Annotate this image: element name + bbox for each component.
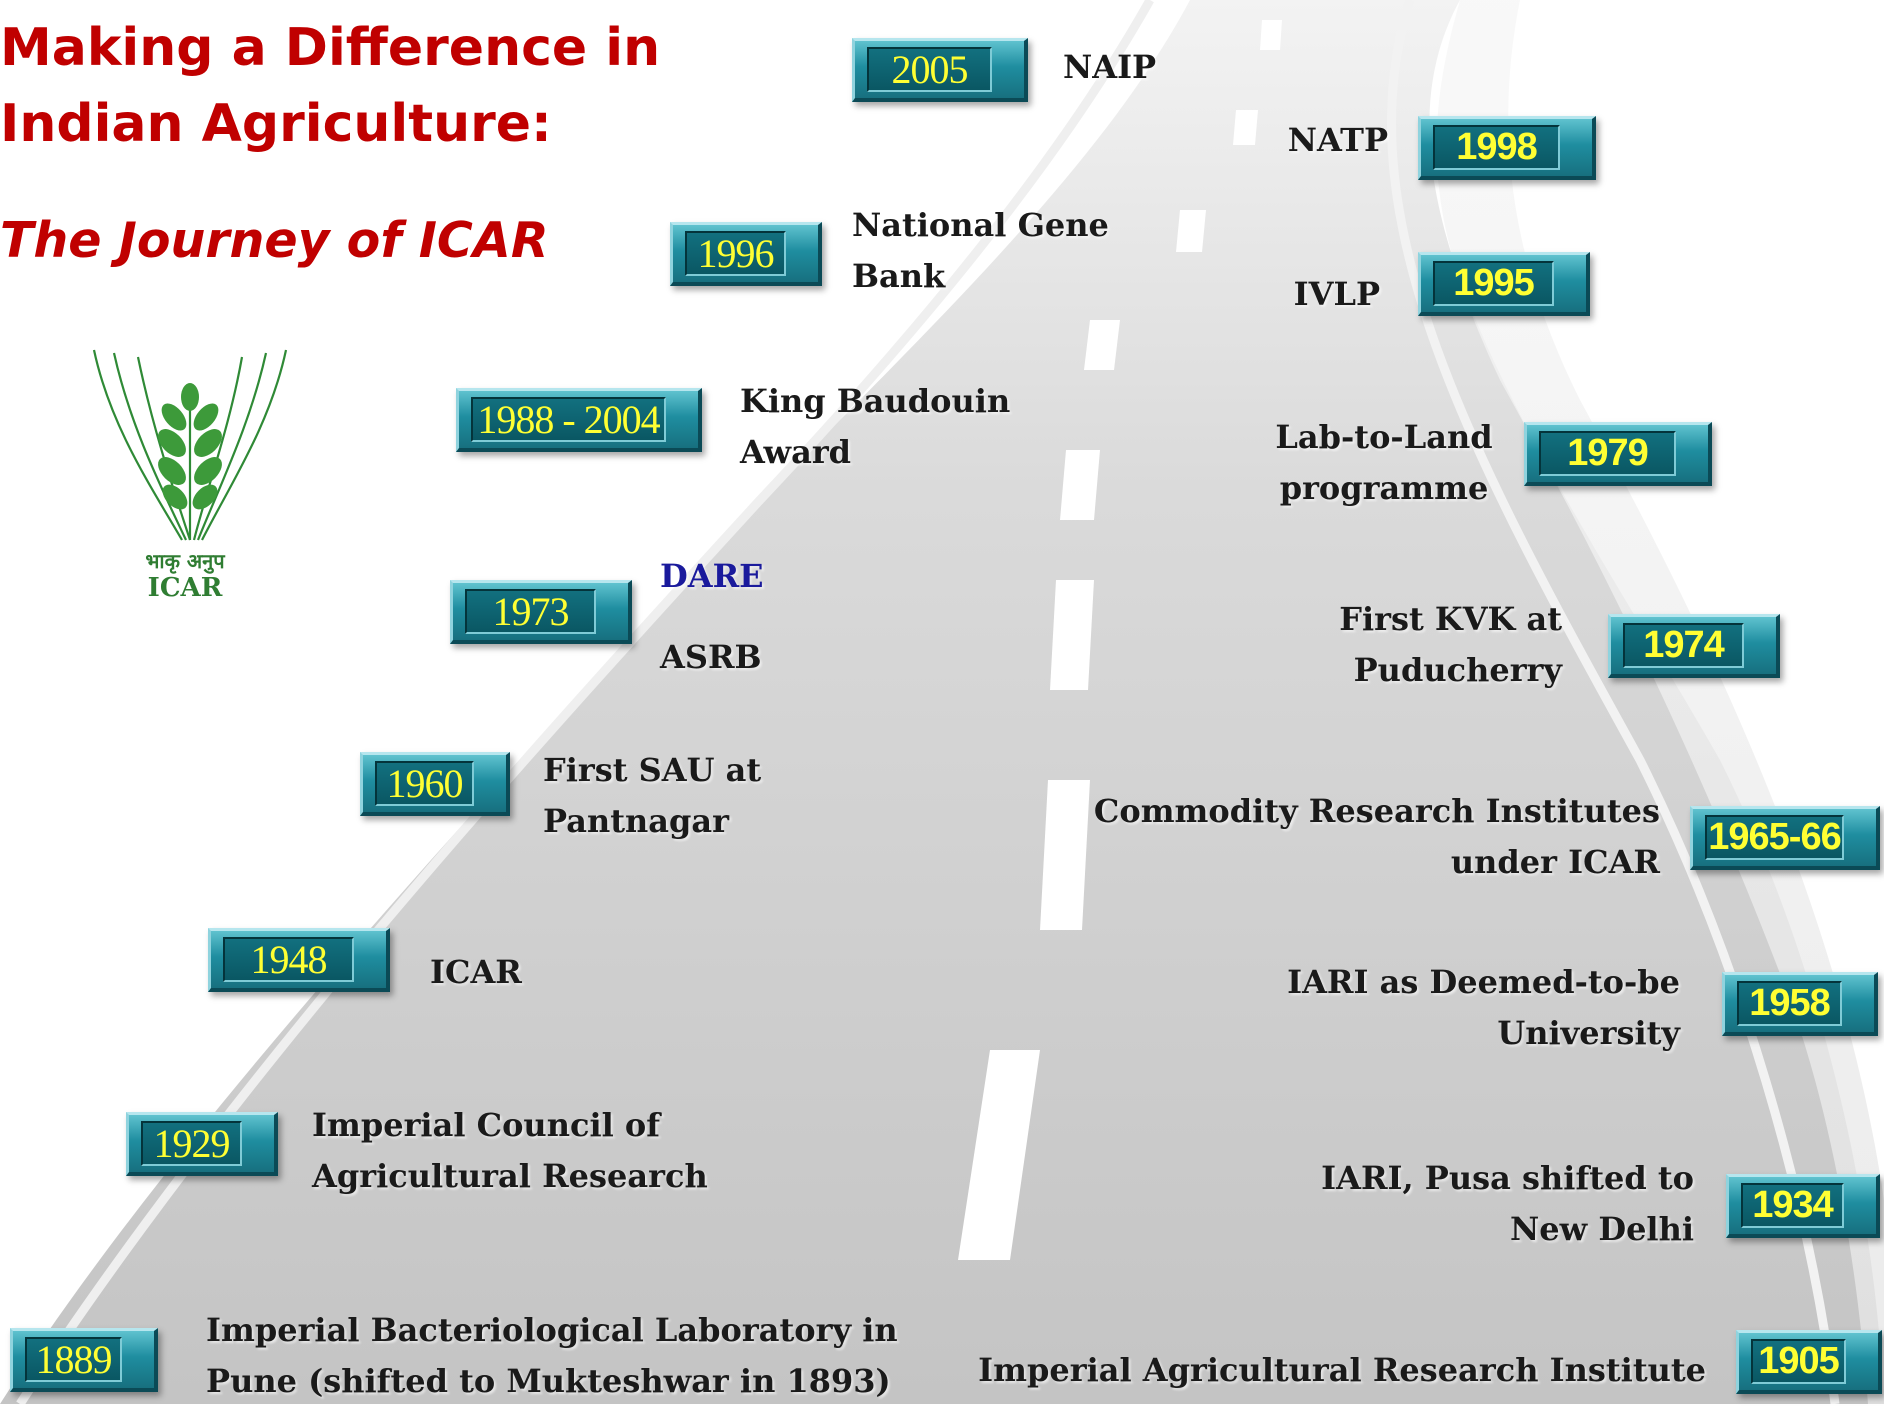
year-box-1958: 1958: [1722, 972, 1878, 1036]
year-text: 1973: [465, 589, 596, 634]
year-text: 1948: [223, 937, 354, 982]
milestone-label-asrb: ASRB: [660, 632, 762, 683]
title-line-1: Making a Difference in: [0, 18, 661, 78]
year-box-1934: 1934: [1726, 1174, 1880, 1238]
milestone-label-iari-pusa-shifted: IARI, Pusa shifted to New Delhi: [1321, 1153, 1694, 1255]
year-text: 1996: [685, 231, 786, 276]
year-box-1929: 1929: [126, 1112, 278, 1176]
year-text: 1934: [1741, 1183, 1844, 1228]
label-line: programme: [1279, 469, 1489, 507]
label-line: NAIP: [1063, 48, 1157, 86]
milestone-label-imperial-agricultural-research-institute: Imperial Agricultural Research Institute: [978, 1345, 1706, 1396]
year-text: 1995: [1433, 261, 1554, 306]
year-box-1973: 1973: [450, 580, 632, 644]
milestone-label-icar: ICAR: [430, 947, 522, 998]
label-line: ASRB: [660, 638, 762, 676]
year-text: 1889: [25, 1337, 122, 1382]
year-text: 2005: [867, 47, 992, 92]
label-line: Puducherry: [1353, 651, 1562, 689]
milestone-label-first-kvk: First KVK at Puducherry: [1339, 594, 1562, 696]
year-box-2005: 2005: [852, 38, 1028, 102]
milestone-label-natp: NATP: [1288, 115, 1388, 166]
year-box-1996: 1996: [670, 222, 822, 286]
label-line: Lab-to-Land: [1275, 418, 1493, 456]
logo-name: ICAR: [147, 573, 223, 603]
label-line: Bank: [852, 257, 946, 295]
label-line: University: [1497, 1014, 1680, 1052]
year-text: 1979: [1539, 431, 1676, 476]
year-box-1988-2004: 1988 - 2004: [456, 388, 702, 452]
label-line: First KVK at: [1339, 600, 1562, 638]
year-text: 1929: [141, 1121, 242, 1166]
year-text: 1905: [1751, 1339, 1846, 1384]
label-line: Pantnagar: [543, 802, 729, 840]
label-line: ICAR: [430, 953, 522, 991]
year-box-1905: 1905: [1736, 1330, 1882, 1394]
label-line: Award: [740, 433, 852, 471]
milestone-label-national-gene-bank: National Gene Bank: [852, 200, 1109, 302]
label-line: Agricultural Research: [312, 1157, 708, 1195]
label-line: NATP: [1287, 121, 1388, 159]
year-box-1995: 1995: [1418, 252, 1590, 316]
label-line: under ICAR: [1450, 843, 1660, 881]
label-line: IVLP: [1293, 275, 1380, 313]
year-box-1998: 1998: [1418, 116, 1596, 180]
label-line: King Baudouin: [740, 382, 1011, 420]
label-line: DARE: [660, 557, 764, 595]
label-line: IARI, Pusa shifted to: [1321, 1159, 1694, 1197]
milestone-label-imperial-bacteriological-lab: Imperial Bacteriological Laboratory in P…: [206, 1305, 898, 1407]
year-text: 1998: [1433, 125, 1560, 170]
label-line: Imperial Council of: [312, 1106, 660, 1144]
year-box-1960: 1960: [360, 752, 510, 816]
year-box-1965-66: 1965-66: [1690, 806, 1880, 870]
label-line: IARI as Deemed-to-be: [1287, 963, 1680, 1001]
milestone-label-lab-to-land: Lab-to-Land programme: [1258, 412, 1510, 514]
milestone-label-imperial-council: Imperial Council of Agricultural Researc…: [312, 1100, 708, 1202]
year-box-1889: 1889: [10, 1328, 158, 1392]
label-line: National Gene: [852, 206, 1109, 244]
label-line: Imperial Bacteriological Laboratory in: [206, 1311, 898, 1349]
title: Making a Difference in Indian Agricultur…: [0, 10, 660, 162]
label-line: Pune (shifted to Mukteshwar in 1893): [206, 1362, 891, 1400]
label-line: Imperial Agricultural Research Institute: [978, 1351, 1706, 1389]
wheat-emblem-icon: [92, 349, 288, 541]
year-text: 1960: [375, 761, 474, 806]
milestone-label-iari-deemed: IARI as Deemed-to-be University: [1287, 957, 1680, 1059]
year-text: 1974: [1623, 623, 1744, 668]
milestone-label-king-baudouin-award: King Baudouin Award: [740, 376, 1010, 478]
milestone-label-naip: NAIP: [1063, 42, 1156, 93]
logo-hindi-text: भाकृ अनुप: [145, 549, 225, 573]
subtitle: The Journey of ICAR: [0, 212, 549, 269]
title-line-2: Indian Agriculture:: [0, 94, 552, 154]
label-line: Commodity Research Institutes: [1093, 792, 1660, 830]
year-text: 1988 - 2004: [471, 397, 666, 442]
year-box-1974: 1974: [1608, 614, 1780, 678]
year-text: 1965-66: [1705, 815, 1844, 860]
year-box-1948: 1948: [208, 928, 390, 992]
milestone-label-dare: DARE: [660, 551, 764, 602]
label-line: First SAU at: [543, 751, 762, 789]
label-line: New Delhi: [1510, 1210, 1694, 1248]
milestone-label-commodity-research: Commodity Research Institutes under ICAR: [1094, 786, 1660, 888]
milestone-label-first-sau: First SAU at Pantnagar: [543, 745, 761, 847]
year-box-1979: 1979: [1524, 422, 1712, 486]
year-text: 1958: [1737, 981, 1842, 1026]
icar-logo: भाकृ अनुप ICAR: [90, 345, 290, 615]
milestone-label-ivlp: IVLP: [1294, 269, 1380, 320]
